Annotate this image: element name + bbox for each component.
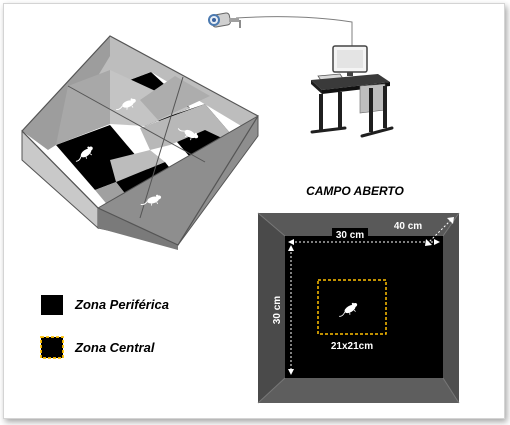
- inner-wall-left: [22, 36, 110, 150]
- width-label: 30 cm: [336, 230, 364, 241]
- arena-wall-right: [443, 213, 459, 403]
- rim-divider-2: [139, 76, 184, 219]
- height-label: 30 cm: [272, 296, 283, 324]
- peripheral-zone: [285, 236, 443, 378]
- diagram-title: CAMPO ABERTO: [306, 184, 404, 198]
- legend-label-central: Zona Central: [74, 340, 155, 355]
- arena-wall-top: [258, 213, 459, 236]
- camera-icon: [208, 12, 353, 48]
- rim-divider-1: [67, 85, 206, 163]
- legend-label-peripheral: Zona Periférica: [74, 297, 169, 312]
- divider-wall-1: [56, 70, 110, 145]
- legend-swatch-central: [40, 336, 64, 359]
- border-label: 40 cm: [394, 221, 422, 232]
- central-zone-label: 21x21cm: [331, 341, 373, 352]
- camera-cable: [235, 16, 353, 48]
- four-chamber-box: [21, 35, 259, 250]
- box-rim: [21, 35, 259, 246]
- border-dimension-line: [426, 218, 453, 245]
- divider-wall-5: [110, 150, 165, 182]
- open-field-arena: 30 cm 30 cm 40 cm 21x21cm: [257, 212, 460, 404]
- legend: Zona Periférica Zona Central: [40, 295, 169, 359]
- divider-wall-4: [140, 104, 243, 150]
- arena-wall-bottom: [258, 378, 459, 403]
- inner-wall-back: [70, 36, 258, 136]
- outer-wall-corner: [98, 208, 178, 250]
- divider-wall-3: [140, 76, 210, 120]
- central-zone: [317, 279, 387, 335]
- legend-swatch-peripheral: [41, 295, 63, 315]
- computer-desk-icon: [310, 45, 394, 138]
- arena-wall-left: [258, 213, 285, 403]
